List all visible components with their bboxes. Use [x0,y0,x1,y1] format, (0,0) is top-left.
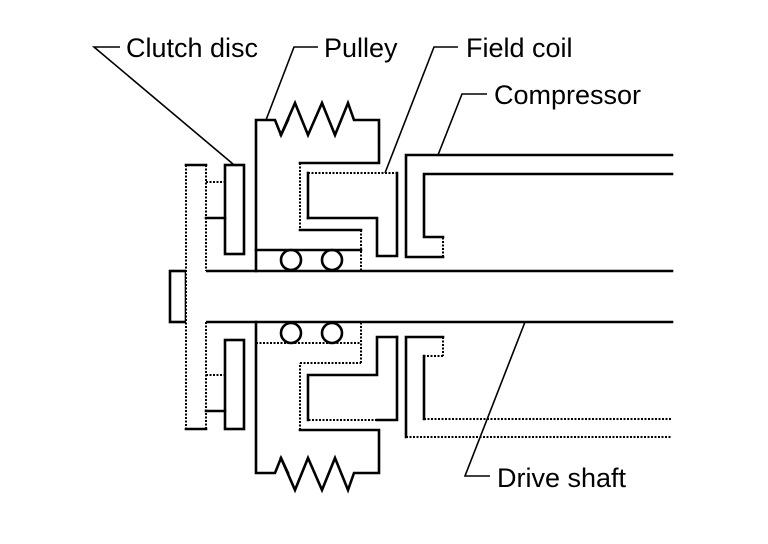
pulley-upper [254,99,381,273]
compressor-upper [404,153,674,259]
compressor-lower [404,335,672,439]
drive-shaft [168,269,674,324]
leader-clutch-disc [91,46,234,165]
armature-plate [184,163,208,431]
label-clutch-disc: Clutch disc [126,33,259,63]
bearing-upper [279,248,344,272]
leader-pulley [265,46,318,121]
field-coil-upper [306,171,399,258]
label-drive-shaft: Drive shaft [497,463,627,493]
pulley-lower [254,320,381,494]
label-pulley: Pulley [324,33,398,63]
clutch-disc-upper [204,163,246,256]
label-field-coil: Field coil [466,33,573,63]
leader-compressor [437,93,487,156]
clutch-disc-lower [204,338,246,431]
leader-drive-shaft [463,321,526,477]
leader-field-coil [384,46,458,174]
bearing-lower [279,321,344,345]
field-coil-lower [306,335,399,422]
label-compressor: Compressor [494,80,642,110]
